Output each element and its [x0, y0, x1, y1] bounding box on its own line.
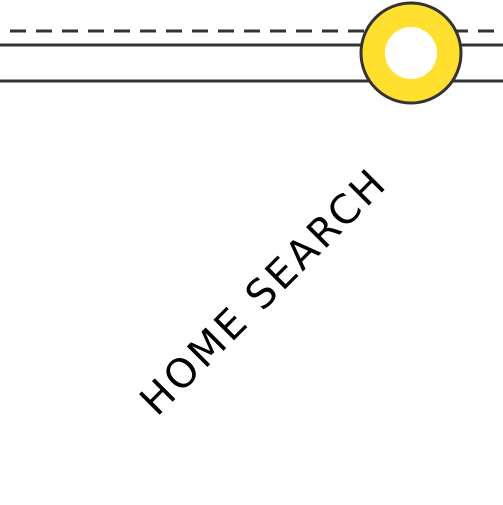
page-title: HOME SEARCH: [131, 159, 397, 425]
yellow-ring-marker-icon: [359, 1, 463, 105]
